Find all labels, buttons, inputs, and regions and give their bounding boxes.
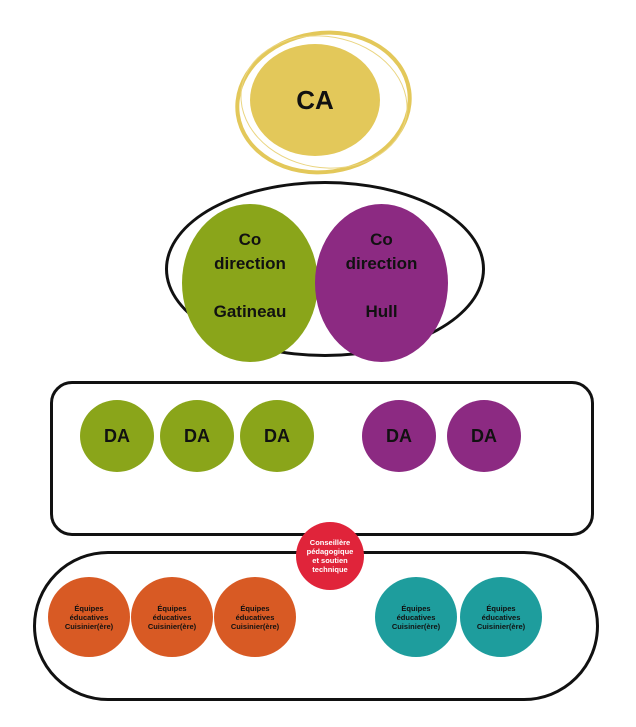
team-label-line3: Cuisinier(ère) [147,621,197,631]
conseillere-label-line3: et soutien [312,556,348,565]
co-direction-frame [165,181,485,357]
team-label-line1: Équipes [486,603,516,613]
da-node-hull: DA [447,400,521,472]
co-direction-label-line1: Co [238,230,262,249]
ca-label: CA [296,84,334,115]
conseillere-label-line2: pédagogique [306,547,354,556]
co-direction-label-line2: direction [345,254,418,273]
da-label: DA [471,425,497,446]
team-label-line2: éducatives [152,612,192,622]
team-label-line1: Équipes [157,603,187,613]
team-label-line3: Cuisinier(ère) [391,621,441,631]
team-label-line2: éducatives [69,612,109,622]
team-label-line3: Cuisinier(ère) [476,621,526,631]
team-label-line1: Équipes [401,603,431,613]
da-label: DA [386,425,412,446]
co-direction-gatineau-node: Co direction Gatineau [182,204,318,362]
da-label: DA [104,425,130,446]
team-label-line1: Équipes [74,603,104,613]
team-label-line1: Équipes [240,603,270,613]
co-direction-site: Gatineau [213,302,287,321]
da-label: DA [184,425,210,446]
conseillere-node: Conseillère pédagogique et soutien techn… [296,522,364,590]
da-node-hull: DA [362,400,436,472]
team-label-line2: éducatives [481,612,521,622]
da-node-gatineau: DA [240,400,314,472]
da-node-gatineau: DA [80,400,154,472]
team-node-hull: Équipes éducatives Cuisinier(ère) [375,577,457,657]
co-direction-site: Hull [365,302,398,321]
team-label-line3: Cuisinier(ère) [230,621,280,631]
team-node-gatineau: Équipes éducatives Cuisinier(ère) [214,577,296,657]
team-label-line3: Cuisinier(ère) [64,621,114,631]
da-label: DA [264,425,290,446]
team-node-gatineau: Équipes éducatives Cuisinier(ère) [48,577,130,657]
ca-node: CA [250,44,380,156]
team-node-hull: Équipes éducatives Cuisinier(ère) [460,577,542,657]
co-direction-label-line1: Co [370,230,393,249]
team-node-gatineau: Équipes éducatives Cuisinier(ère) [131,577,213,657]
da-node-gatineau: DA [160,400,234,472]
team-label-line2: éducatives [235,612,275,622]
co-direction-label-line2: direction [214,254,286,273]
co-direction-hull-node: Co direction Hull [315,204,448,362]
team-label-line2: éducatives [396,612,436,622]
conseillere-label-line4: technique [312,565,348,574]
conseillere-label-line1: Conseillère [309,538,351,547]
